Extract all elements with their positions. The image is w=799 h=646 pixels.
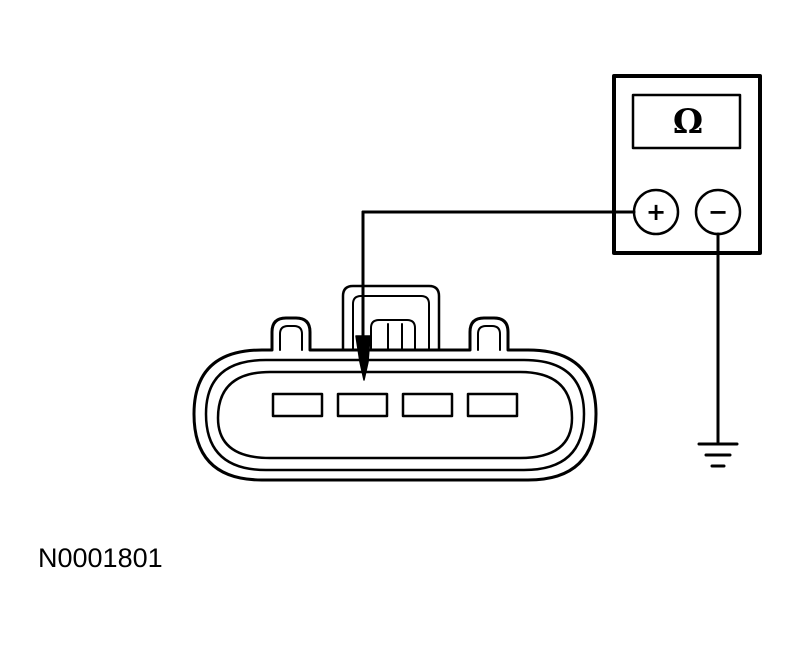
positive-terminal-label: +: [646, 198, 666, 226]
connector-shell-middle: [204, 358, 586, 472]
ohmmeter: Ω + −: [612, 74, 762, 255]
ohmmeter-display: [631, 93, 742, 150]
electrical-connector: [192, 284, 598, 482]
terminal-cavity: [271, 392, 324, 418]
terminal-cavity: [401, 392, 454, 418]
connector-face: [216, 370, 574, 460]
negative-terminal-label: −: [708, 198, 728, 226]
ground-symbol: [697, 442, 739, 468]
connector-shell-outer: [192, 316, 598, 482]
terminal-cavity: [336, 392, 389, 418]
figure-id-label: N0001801: [38, 543, 163, 573]
ohm-symbol: Ω: [673, 102, 703, 142]
terminal-cavity: [466, 392, 519, 418]
